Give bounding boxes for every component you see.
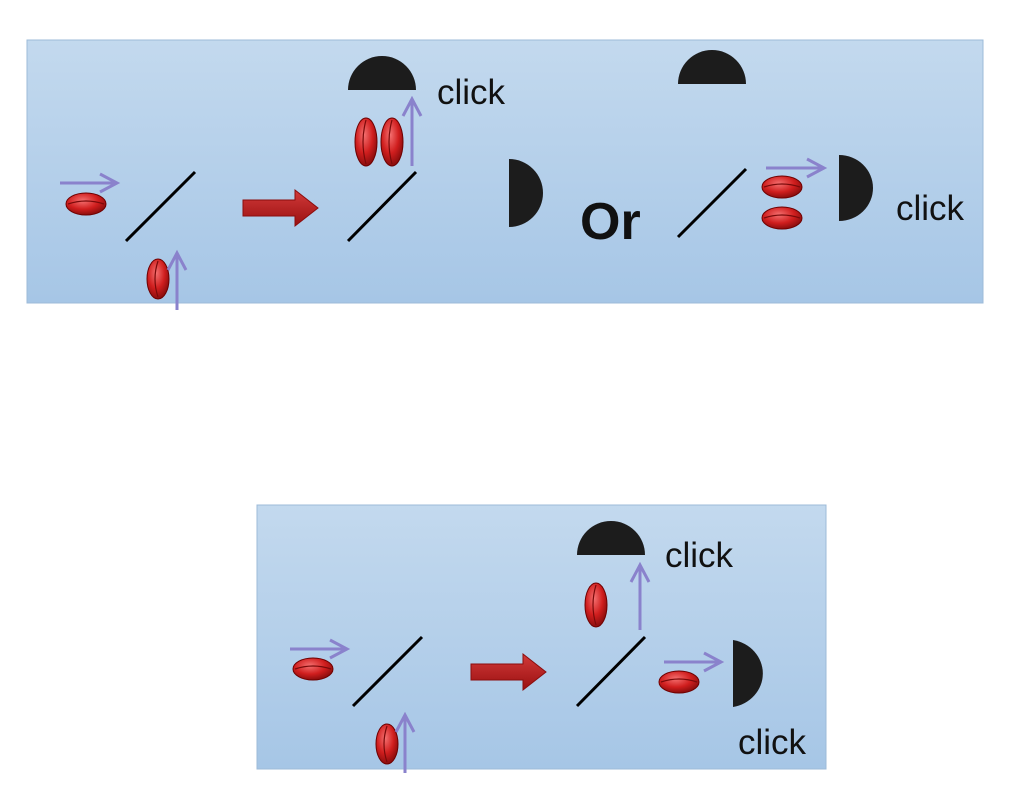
- input-photon-horizontal: [65, 192, 107, 216]
- process-arrow-icon: [242, 188, 319, 228]
- polarization-arrow-right-icon: [766, 157, 828, 179]
- polarization-arrow-up-icon: [166, 249, 188, 310]
- click-label-top: click: [665, 536, 734, 575]
- top-panel: click Or click: [26, 39, 984, 310]
- input-photon-vertical: [146, 258, 170, 300]
- beam-splitter-line: [676, 167, 748, 239]
- output-photon-pair-up: [354, 117, 404, 167]
- beam-splitter-line: [575, 635, 647, 708]
- output-photon-pair-right: [761, 175, 803, 230]
- process-arrow-icon: [470, 652, 547, 692]
- polarization-arrow-right-icon: [60, 172, 121, 194]
- input-photon-horizontal: [292, 657, 334, 681]
- detector-right-icon: [839, 155, 873, 221]
- output-photon-right: [658, 670, 700, 694]
- polarization-arrow-up-icon: [401, 95, 423, 166]
- or-label: Or: [580, 193, 641, 251]
- beam-splitter-line: [346, 170, 418, 243]
- bottom-panel: click click: [256, 504, 827, 773]
- detector-top-icon: [348, 56, 416, 90]
- click-label-right: click: [738, 723, 807, 762]
- detector-top-icon: [678, 50, 746, 84]
- click-label-top: click: [437, 73, 506, 112]
- output-photon-up: [584, 582, 608, 628]
- polarization-arrow-up-icon: [629, 561, 651, 630]
- click-label-right: click: [896, 189, 965, 228]
- beam-splitter-line: [351, 635, 424, 708]
- beam-splitter-line: [124, 170, 197, 243]
- input-photon-vertical: [375, 723, 399, 765]
- top-panel-background: [26, 39, 984, 304]
- detector-right-icon: [509, 159, 543, 227]
- polarization-arrow-right-icon: [664, 651, 725, 673]
- detector-top-icon: [577, 521, 645, 555]
- bottom-panel-background: [256, 504, 827, 770]
- polarization-arrow-right-icon: [290, 638, 351, 660]
- detector-right-icon: [733, 640, 763, 707]
- polarization-arrow-up-icon: [394, 711, 416, 773]
